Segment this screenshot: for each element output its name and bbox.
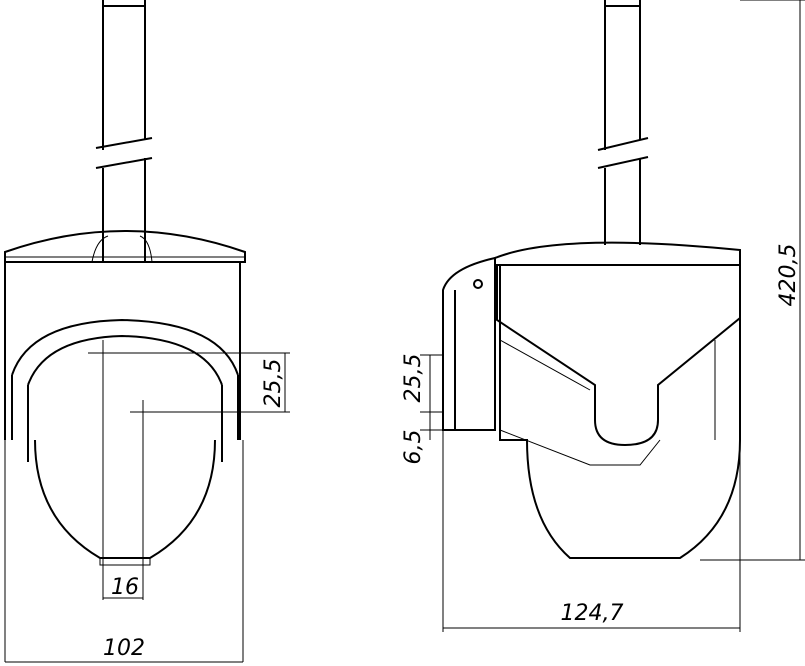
- dim-6-5: 6,5: [401, 430, 426, 465]
- front-pole-break: [95, 137, 153, 169]
- side-body: [496, 265, 741, 559]
- front-dome: [34, 439, 216, 559]
- dim-16: 16: [111, 575, 139, 600]
- front-centerlines: [88, 340, 290, 600]
- front-pole: [102, 0, 146, 262]
- dim-25-5-front: 25,5: [261, 359, 286, 408]
- front-view: 102 16 25,5: [4, 0, 290, 663]
- front-hood-line: [5, 235, 245, 263]
- side-pole: [604, 0, 641, 245]
- front-dim-lines: [4, 353, 286, 663]
- side-screw: [473, 279, 483, 289]
- front-bracket: [11, 318, 239, 462]
- side-pole-break: [597, 137, 649, 169]
- dim-420-5: 420,5: [776, 244, 801, 307]
- dim-25-5-side: 25,5: [401, 354, 426, 403]
- side-mount: [442, 256, 496, 431]
- side-body-detail: [499, 339, 716, 466]
- front-dome-band: [99, 558, 151, 566]
- dim-124-7: 124,7: [561, 601, 624, 626]
- side-view: 124,7 25,5 6,5 420,5: [401, 0, 805, 632]
- side-hood: [494, 241, 741, 266]
- front-hood: [4, 230, 246, 440]
- dim-102: 102: [103, 636, 145, 661]
- side-dim-lines: [420, 0, 805, 632]
